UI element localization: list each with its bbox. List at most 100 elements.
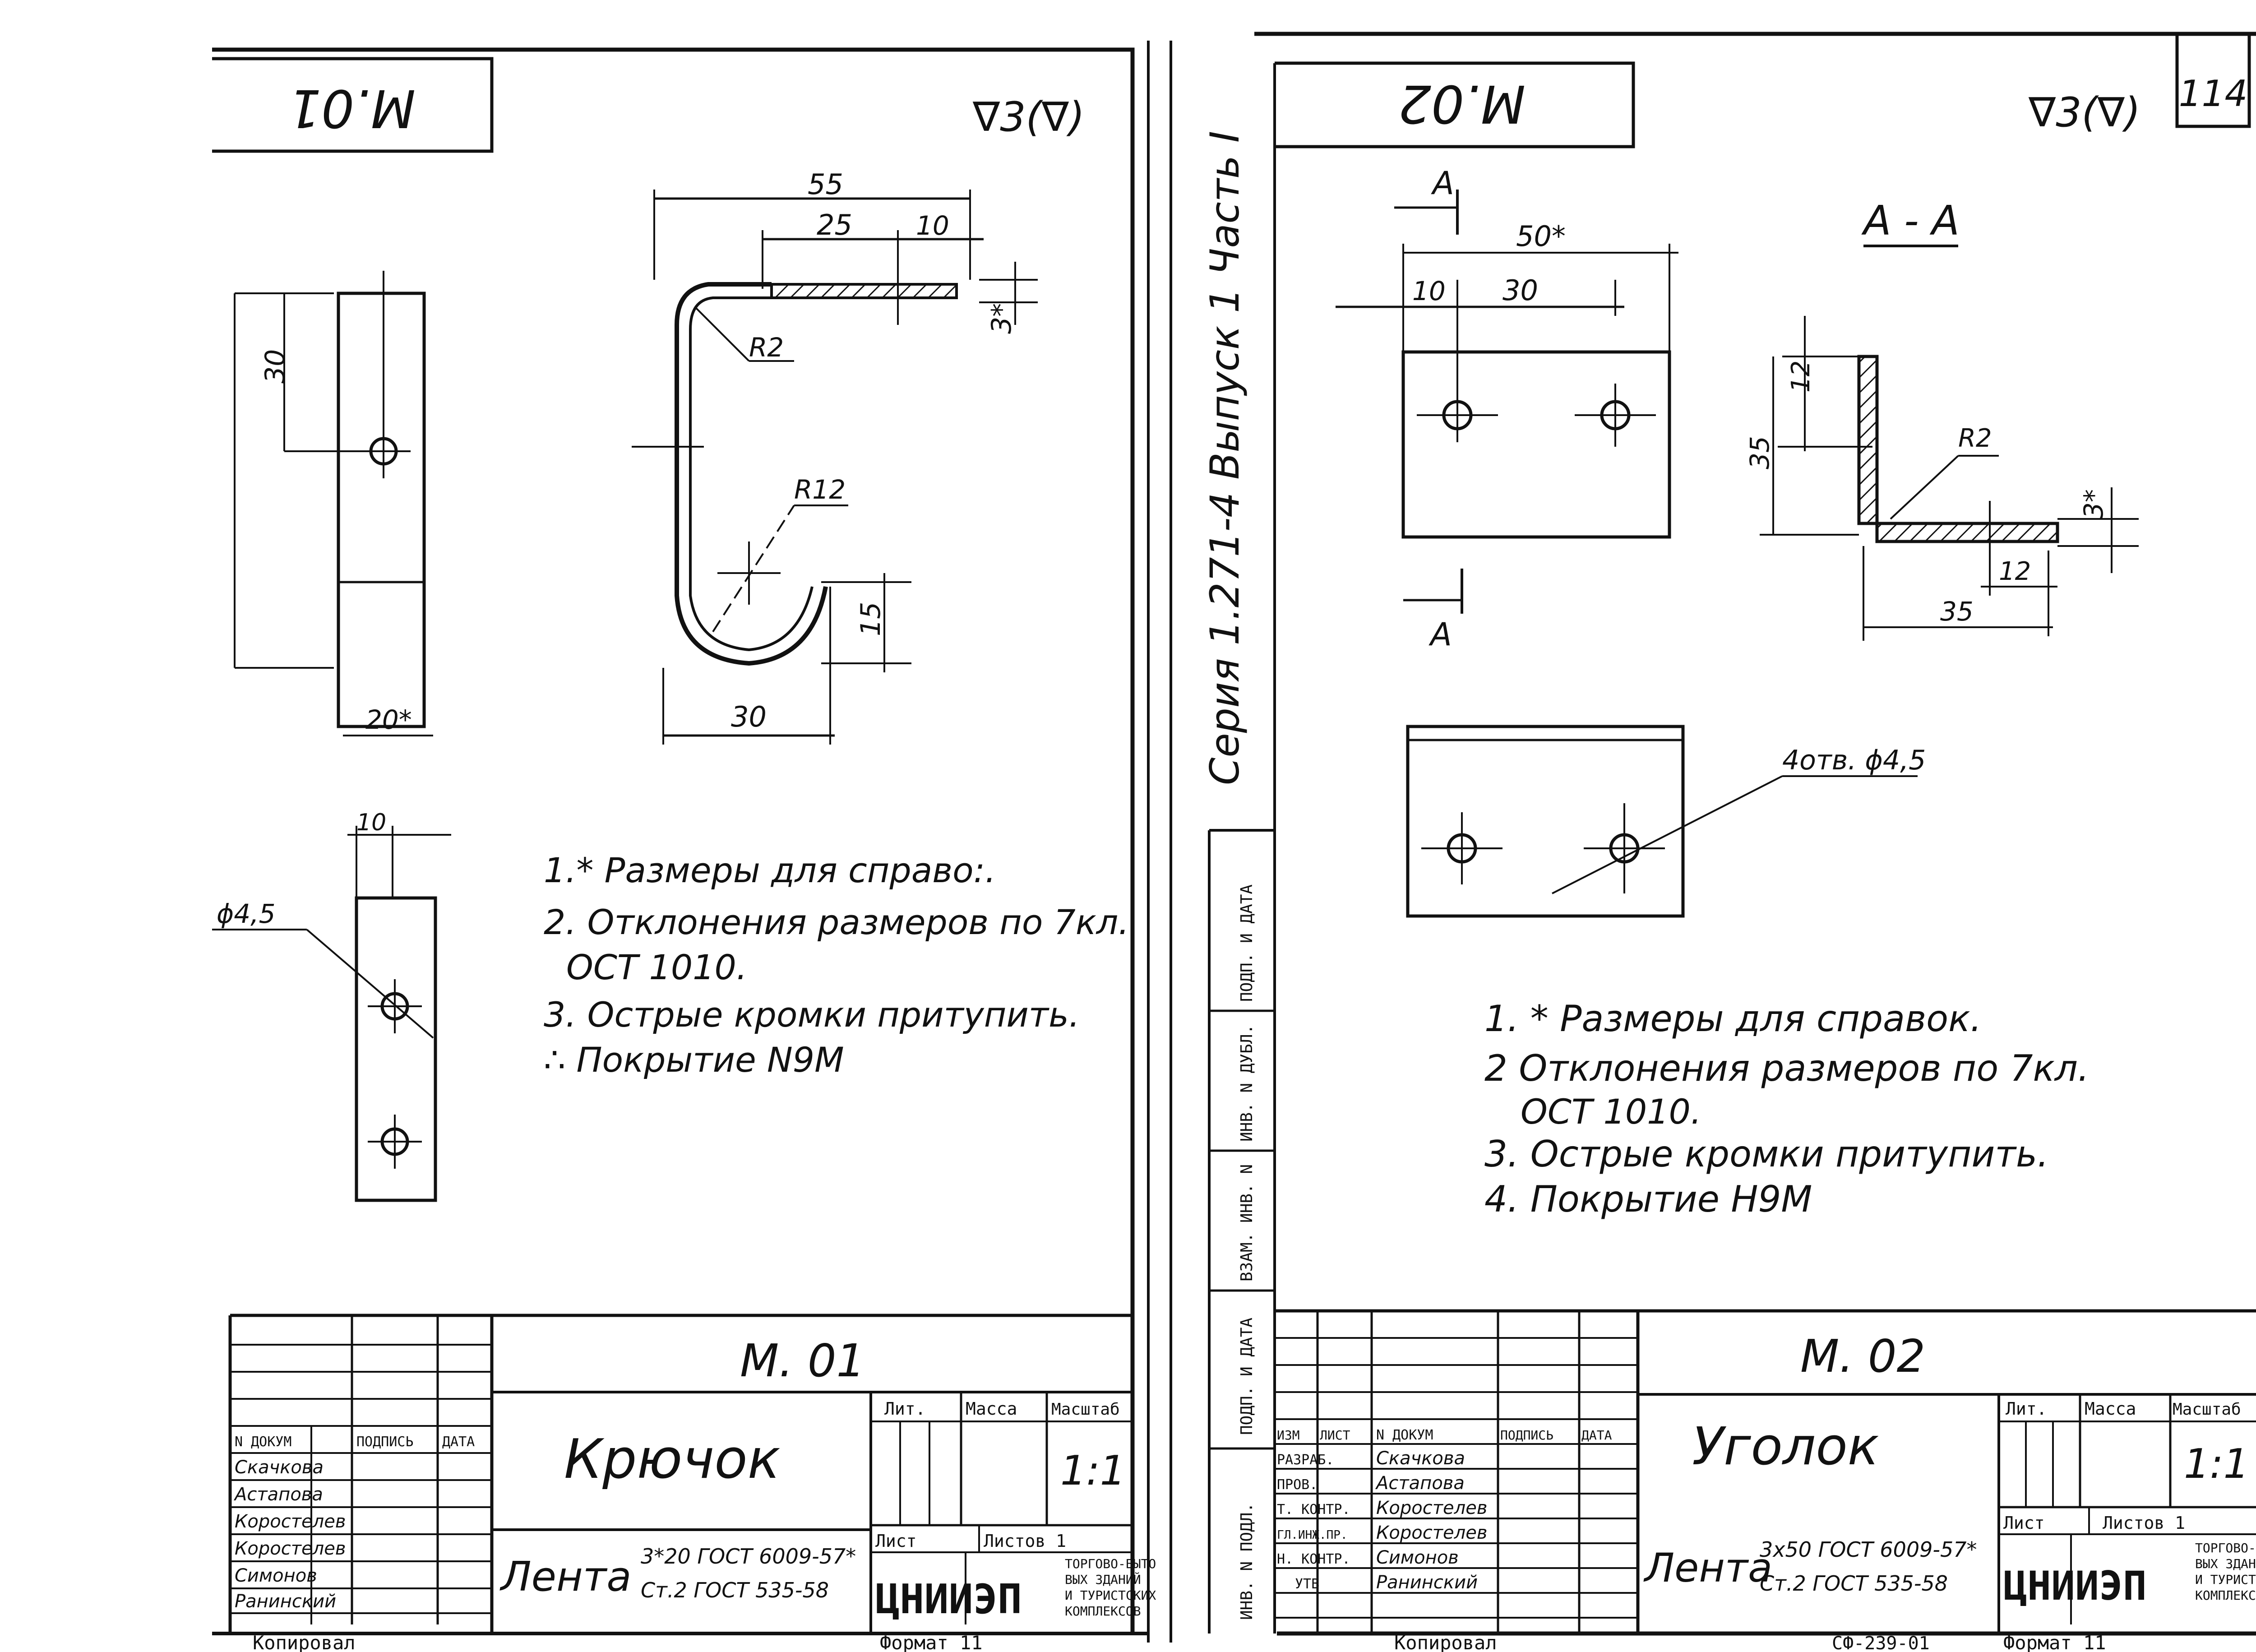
- section-aa: [1760, 316, 2139, 641]
- right-note-4: 3. Острые кромки притупить.: [1484, 1133, 2049, 1175]
- left-note-2: 2. Отклонения размеров по 7кл.: [544, 902, 1129, 942]
- dim-10-right: 10: [1412, 276, 1446, 306]
- right-people: Скачкова Астапова Коростелев Коростелев …: [1375, 1448, 1487, 1593]
- left-person-6: Ранинский: [235, 1591, 336, 1612]
- right-col-mass: Масса: [2085, 1399, 2136, 1419]
- dim-25: 25: [817, 208, 852, 241]
- left-footer-copied: Копировал: [253, 1632, 356, 1652]
- side-strip-label-2: ПОДП. И ДАТА: [1238, 1318, 1256, 1435]
- left-material-top: 3*20 ГОСТ 6009-57*: [641, 1544, 856, 1569]
- right-notes: 1. * Размеры для справок. 2 Отклонения р…: [1484, 998, 2089, 1220]
- right-scale: 1:1: [2184, 1440, 2249, 1488]
- dim-35-b: 35: [1940, 596, 1974, 627]
- dim-10-small: 10: [356, 809, 386, 836]
- left-org-desc: ТОРГОВО-БЫТО ВЫХ ЗДАНИЙ И ТУРИСТСКИХ КОМ…: [1065, 1556, 1156, 1619]
- left-person-1: Скачкова: [235, 1457, 324, 1478]
- left-person-4: Коростелев: [235, 1538, 346, 1559]
- left-note-1: 1.* Размеры для справо:.: [544, 850, 996, 890]
- right-person-5: Симонов: [1376, 1547, 1459, 1568]
- cut-a-bottom: A: [1428, 616, 1452, 653]
- right-org-desc-3: И ТУРИСТСКИХ: [2195, 1572, 2256, 1587]
- right-h-sign: ПОДПИСЬ: [1500, 1428, 1553, 1443]
- right-title-block: [1275, 1309, 2256, 1633]
- left-notes: 1.* Размеры для справо:. 2. Отклонения р…: [544, 850, 1129, 1080]
- dim-12-b: 12: [1999, 557, 2031, 586]
- left-person-5: Симонов: [235, 1565, 317, 1586]
- series-text: Серия 1.271-4 Выпуск 1 Часть I: [1202, 131, 1248, 785]
- angle-plan-view: [1336, 190, 1678, 614]
- side-strip-label-3: ВЗАМ. ИНВ. N: [1238, 1164, 1256, 1282]
- right-org-desc-2: ВЫХ ЗДАНИЙ: [2195, 1556, 2256, 1571]
- hook-drawing: [632, 190, 1038, 745]
- dim-35-a: 35: [1744, 436, 1775, 469]
- dim-20-star: 20*: [365, 704, 412, 735]
- right-h-izm: ИЗМ: [1277, 1428, 1300, 1443]
- angle-lower-view: [1406, 725, 1918, 918]
- left-org-desc-3: И ТУРИСТСКИХ: [1065, 1588, 1156, 1603]
- dim-30-side: 30: [259, 349, 291, 384]
- right-material-bottom: Ст.2 ГОСТ 535-58: [1760, 1571, 1948, 1596]
- role-3: Т. КОНТР.: [1277, 1502, 1350, 1518]
- dim-holes: 4отв. ϕ4,5: [1782, 745, 1926, 776]
- right-note-1: 1. * Размеры для справок.: [1484, 998, 1982, 1040]
- left-footer-format: Формат 11: [880, 1632, 983, 1652]
- right-person-2: Астапова: [1375, 1473, 1465, 1494]
- left-surface-mark: ∇3(∇): [972, 93, 1085, 141]
- role-5: Н. КОНТР.: [1277, 1551, 1350, 1567]
- right-person-1: Скачкова: [1376, 1448, 1465, 1469]
- left-note-5: ∴ Покрытие N9M: [544, 1040, 844, 1080]
- right-roles: РАЗРАБ. ПРОВ. Т. КОНТР. ГЛ.ИНЖ.ПР. Н. КО…: [1277, 1452, 1350, 1592]
- right-sheet-label: Лист: [2003, 1513, 2045, 1533]
- dim-3-star-right: 3*: [2078, 489, 2109, 519]
- left-col-mass: Масса: [966, 1399, 1017, 1419]
- right-title-code: M. 02: [1800, 1330, 1925, 1383]
- right-sheets-label: Листов 1: [2103, 1513, 2185, 1533]
- right-col-scale: Масштаб: [2173, 1400, 2241, 1419]
- right-person-4: Коростелев: [1376, 1522, 1487, 1543]
- dim-10: 10: [916, 210, 949, 241]
- role-4: ГЛ.ИНЖ.ПР.: [1277, 1528, 1348, 1542]
- dim-50-star: 50*: [1516, 220, 1566, 253]
- left-h-sign: ПОДПИСЬ: [356, 1434, 413, 1450]
- right-header-code: M.02: [1398, 73, 1526, 134]
- right-org: ЦНИИЭП: [2003, 1563, 2147, 1609]
- left-org-desc-2: ВЫХ ЗДАНИЙ: [1065, 1572, 1141, 1587]
- right-note-2: 2 Отклонения размеров по 7кл.: [1484, 1047, 2089, 1089]
- right-footer-copied: Копировал: [1394, 1632, 1497, 1652]
- side-strip-label-1: ИНВ. N ПОДЛ.: [1238, 1503, 1256, 1620]
- dim-55: 55: [808, 168, 843, 201]
- left-note-4: 3. Острые кромки притупить.: [544, 995, 1080, 1035]
- cut-a-top: A: [1431, 165, 1454, 202]
- role-2: ПРОВ.: [1277, 1477, 1318, 1493]
- right-h-list: ЛИСТ: [1320, 1428, 1350, 1443]
- dim-hole: ϕ4,5: [217, 898, 276, 929]
- left-header-code: M.01: [288, 78, 416, 138]
- left-org-desc-4: КОМПЛЕКСОВ: [1065, 1604, 1141, 1619]
- left-person-3: Коростелев: [235, 1511, 346, 1532]
- left-sheets-label: Листов 1: [984, 1531, 1066, 1551]
- right-footer-format: Формат 11: [2003, 1632, 2106, 1652]
- dim-15: 15: [855, 602, 887, 636]
- left-material-label: Лента: [499, 1553, 631, 1601]
- left-title-name: Крючок: [564, 1428, 780, 1491]
- side-strip-label-5: ПОДП. И ДАТА: [1238, 884, 1256, 1002]
- left-note-3: ОСТ 1010.: [566, 947, 747, 987]
- right-person-3: Коростелев: [1376, 1498, 1487, 1518]
- left-h-doc: N ДОКУМ: [235, 1434, 291, 1450]
- left-title-code: M. 01: [740, 1334, 865, 1387]
- left-h-date: ДАТА: [442, 1434, 475, 1450]
- left-org-desc-1: ТОРГОВО-БЫТО: [1065, 1556, 1156, 1571]
- side-strip-label-4: ИНВ. N ДУБЛ.: [1238, 1024, 1256, 1142]
- right-note-5: 4. Покрытие Н9М: [1484, 1178, 1812, 1220]
- right-material-label: Лента: [1643, 1545, 1772, 1591]
- right-surface-mark: ∇3(∇): [2028, 89, 2140, 136]
- left-col-scale: Масштаб: [1051, 1400, 1120, 1419]
- right-org-desc-4: КОМПЛЕКСОВ: [2195, 1588, 2256, 1603]
- dim-3-star: 3*: [986, 303, 1017, 334]
- right-person-6: Ранинский: [1376, 1572, 1478, 1593]
- right-h-date: ДАТА: [1581, 1428, 1612, 1443]
- left-sheet: [212, 41, 1150, 1643]
- left-sheet-label: Лист: [875, 1531, 917, 1551]
- left-person-2: Астапова: [233, 1484, 323, 1505]
